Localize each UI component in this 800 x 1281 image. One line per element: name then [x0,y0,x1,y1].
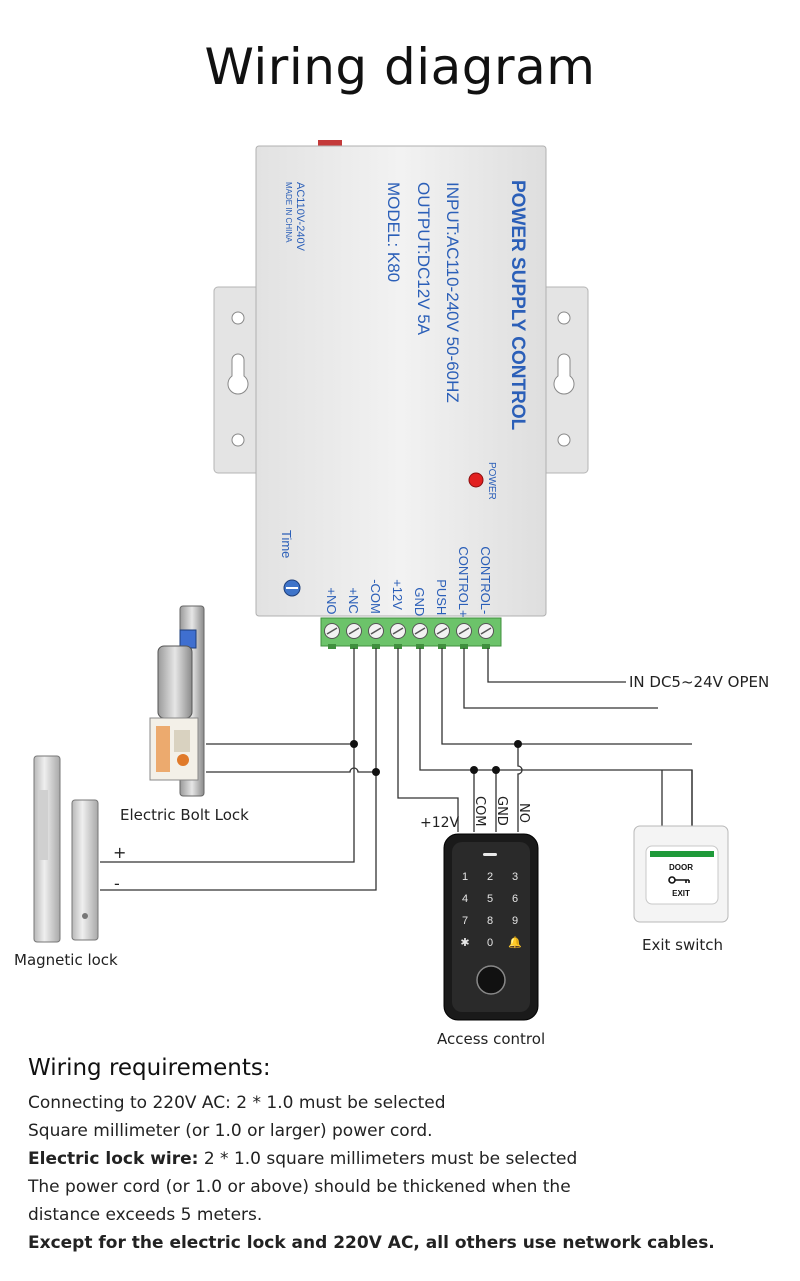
requirement-line-5: distance exceeds 5 meters. [28,1205,263,1225]
keypad-key[interactable]: 3 [512,871,518,883]
keypad-key[interactable]: 1 [462,871,468,883]
terminal-screw-slot [370,627,382,635]
terminal-pin [438,644,446,649]
wire-12v-keypad [397,648,459,832]
terminal-screw-slot [458,627,470,635]
terminal-pin [460,644,468,649]
wiring-diagram: POWER SUPPLY CONTROL INPUT:AC110-240V 50… [33,140,729,1021]
keypad-key[interactable]: 6 [512,893,518,905]
requirement-line-3: Electric lock wire: 2 * 1.0 square milli… [28,1145,768,1173]
requirement-line-3-rest: 2 * 1.0 square millimeters must be selec… [198,1149,578,1169]
terminal-label: -COM [368,579,383,614]
page-title: Wiring diagram [204,38,596,96]
terminal-screw-slot [414,627,426,635]
wires [100,648,693,891]
power-led [468,472,484,488]
keypad-key[interactable]: ✱ [460,937,469,949]
ps-made-in: MADE IN CHINA [284,182,293,243]
terminal-pin [394,644,402,649]
magnetic-lock [33,755,99,943]
ps-output: OUTPUT:DC12V 5A [414,182,433,336]
electric-bolt-lock [149,605,205,797]
wire-control-plus [463,648,658,709]
label-exit-switch: Exit switch [642,936,724,954]
terminal-screw-slot [392,627,404,635]
requirement-line-4: The power cord (or 1.0 or above) should … [28,1177,571,1197]
keypad-key[interactable]: 2 [487,871,493,883]
label-com: COM [472,796,487,827]
terminal-label: +NO [324,587,339,614]
terminal-pin [328,644,336,649]
label-magnetic-lock: Magnetic lock [14,951,118,969]
time-label: Time [279,530,294,558]
ps-heading: POWER SUPPLY CONTROL [507,180,528,431]
keypad-key[interactable]: 4 [462,893,468,905]
requirement-line-6: Except for the electric lock and 220V AC… [28,1233,715,1253]
terminal-label: CONTROL- [478,546,493,614]
label-in-dc: IN DC5~24V OPEN [629,673,770,691]
terminal-label: +12V [390,579,405,610]
terminal-screw-slot [480,627,492,635]
label-plus: + [113,843,127,862]
terminal-pin [350,644,358,649]
power-supply-case [255,145,547,617]
label-no: NO [516,803,531,823]
terminal-pin [372,644,380,649]
exit-exit-text: EXIT [672,889,690,898]
label-minus: - [114,874,120,893]
requirement-line-2: Square millimeter (or 1.0 or larger) pow… [28,1121,433,1141]
wire-push [441,648,692,745]
power-led-label: POWER [486,462,497,500]
ps-side-voltage: AC110V-240V [294,182,306,252]
label-gnd: GND [494,796,509,826]
wire-nc-magnetic-plus [100,648,355,863]
keypad-key[interactable]: 8 [487,915,493,927]
wire-com-magnetic-minus [100,648,377,891]
ps-model: MODEL: K80 [384,182,403,282]
access-control-keypad: 1 2 3 4 5 6 7 8 9 ✱ 0 🔔 [443,833,539,1021]
requirement-line-1: Connecting to 220V AC: 2 * 1.0 must be s… [28,1093,446,1113]
terminal-label: PUSH [434,579,449,615]
keypad-key[interactable]: 9 [512,915,518,927]
keypad-key[interactable]: 0 [487,937,493,949]
label-electric-bolt-lock: Electric Bolt Lock [120,806,249,824]
terminal-pin [482,644,490,649]
terminal-screw-slot [326,627,338,635]
label-12v: +12V [420,815,460,831]
exit-door-text: DOOR [669,863,693,872]
terminal-screw-slot [436,627,448,635]
power-supply-unit: POWER SUPPLY CONTROL INPUT:AC110-240V 50… [213,140,589,649]
terminal-label: GND [412,587,427,616]
fingerprint-reader[interactable] [476,965,506,995]
wire-bolt-bottom [206,767,376,773]
junction-dots [350,740,522,776]
keypad-key[interactable]: 7 [462,915,468,927]
terminal-screw-slot [348,627,360,635]
label-access-control: Access control [437,1030,546,1048]
requirements-heading: Wiring requirements: [28,1055,271,1081]
terminal-pin [416,644,424,649]
wire-control-minus [487,648,626,683]
exit-switch: DOOR EXIT [633,825,729,923]
ps-input: INPUT:AC110-240V 50-60HZ [443,182,462,403]
wiring-requirements: Wiring requirements: Connecting to 220V … [28,1055,768,1257]
terminal-label: +NC [346,587,361,613]
wire-keypad-no [517,744,523,832]
terminal-label: CONTROL+ [456,546,471,617]
keypad-key[interactable]: 5 [487,893,493,905]
keypad-key[interactable]: 🔔 [508,936,522,949]
requirement-line-3-bold: Electric lock wire: [28,1149,199,1169]
